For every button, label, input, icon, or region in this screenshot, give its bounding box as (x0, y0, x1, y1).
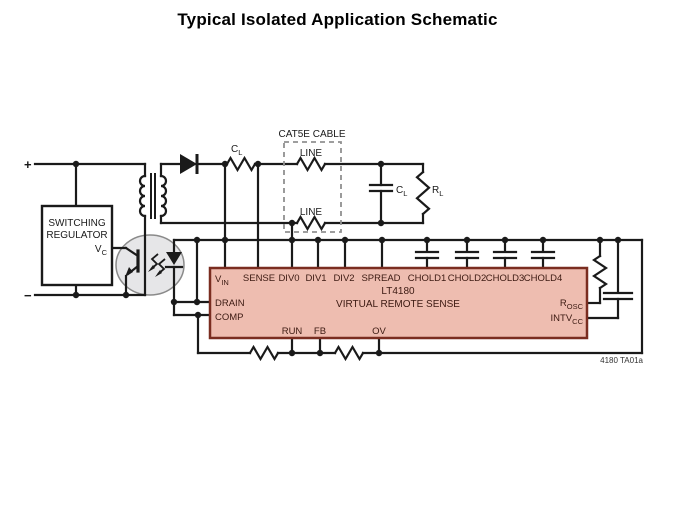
load-resistor (415, 170, 431, 216)
optocoupler-body (115, 234, 185, 296)
feedback-resistor-2 (333, 344, 365, 362)
junction-dots (72, 160, 622, 357)
chip-subtitle: VIRTUAL REMOTE SENSE (336, 299, 460, 310)
rectifier-diode (180, 154, 199, 174)
pin-rosc: ROSC (560, 298, 584, 311)
line-resistor-upper (295, 155, 327, 173)
pin-div2: DIV2 (333, 273, 354, 284)
pin-div0: DIV0 (278, 273, 299, 284)
pin-vin: VIN (215, 274, 229, 287)
line-resistor-lower (295, 214, 327, 232)
regulator-label-line2: REGULATOR (46, 230, 107, 241)
pin-chold1: CHOLD1 (408, 273, 447, 284)
series-resistor (225, 155, 257, 173)
chold-capacitors (414, 238, 556, 270)
chip-name: LT4180 (381, 286, 415, 297)
feedback-resistor-1 (248, 344, 280, 362)
regulator-label-line1: SWITCHING (48, 218, 105, 229)
pin-intvcc: INTVCC (551, 313, 584, 326)
pin-chold2: CHOLD2 (448, 273, 487, 284)
load-res-label: RL (432, 185, 443, 198)
pin-div1: DIV1 (305, 273, 326, 284)
pin-chold3: CHOLD3 (486, 273, 525, 284)
pin-comp: COMP (215, 312, 244, 323)
line-lower-label: LINE (300, 207, 323, 218)
page-title: Typical Isolated Application Schematic (177, 10, 498, 29)
cat5e-cable-box (283, 141, 342, 233)
pin-fb: FB (314, 326, 326, 337)
load-cap-label: CL (396, 185, 407, 198)
pin-ov: OV (372, 326, 386, 337)
switching-regulator-box (40, 204, 114, 287)
pin-sense: SENSE (243, 273, 275, 284)
opto-led (166, 252, 182, 265)
pin-chold4: CHOLD4 (524, 273, 563, 284)
series-cap-label: CL (231, 144, 242, 157)
figure-caption: 4180 TA01a (600, 356, 643, 365)
pin-drain: DRAIN (215, 298, 245, 309)
lt4180-chip-body (208, 266, 589, 340)
vc-pin-label: VC (95, 244, 108, 257)
pin-spread: SPREAD (361, 273, 400, 284)
rosc-resistor (592, 254, 608, 290)
plus-terminal: + (24, 157, 32, 172)
minus-terminal: − (24, 288, 32, 303)
transformer-primary-coil (138, 174, 147, 218)
transformer-secondary-coil (159, 174, 168, 218)
pin-run: RUN (282, 326, 303, 337)
line-upper-label: LINE (300, 148, 323, 159)
cat5e-cable-label: CAT5E CABLE (278, 129, 345, 140)
opto-light-arrows (148, 253, 166, 277)
emitter-arrow (125, 267, 133, 277)
